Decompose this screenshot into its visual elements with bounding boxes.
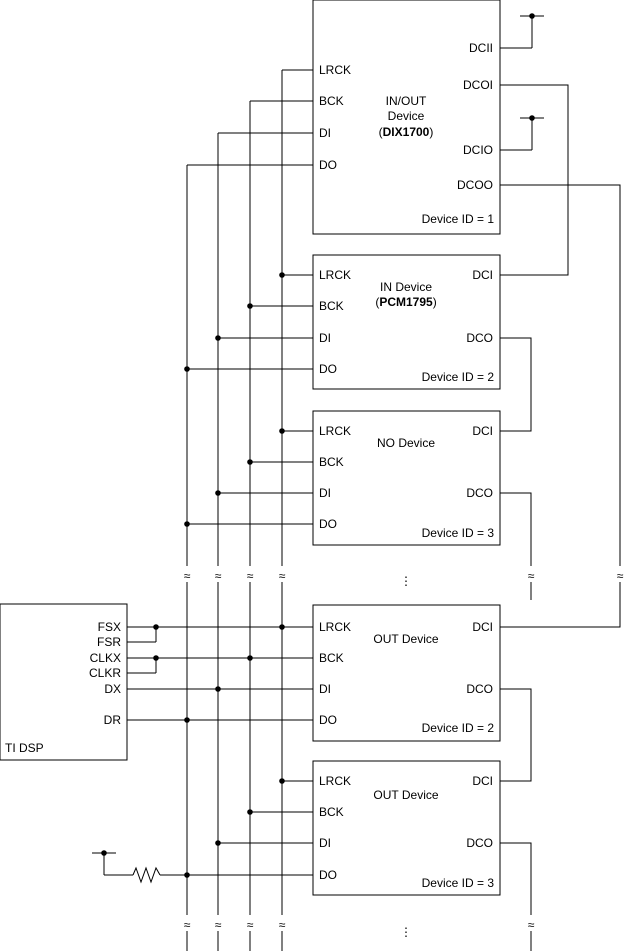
pin-do-label: DO — [319, 362, 337, 376]
break-symbol: ≈ — [279, 918, 286, 932]
junction-dots — [101, 13, 535, 878]
device-title: IN/OUT — [386, 94, 427, 108]
dsp-wiring — [127, 626, 157, 674]
device-title-line2: Device — [388, 109, 425, 123]
device-part-number: (DIX1700) — [379, 125, 434, 139]
pin-fsx-label: FSX — [98, 620, 121, 634]
device-title: OUT Device — [373, 788, 438, 802]
break-symbol: ≈ — [617, 569, 624, 583]
pin-do-label: DO — [319, 713, 337, 727]
pin-lrck-label: LRCK — [319, 620, 351, 634]
device-no-box — [312, 410, 501, 546]
pin-di-label: DI — [319, 331, 331, 345]
device-part-number: (PCM1795) — [375, 295, 436, 309]
break-symbol: ≈ — [247, 569, 254, 583]
bus-lines — [186, 70, 283, 951]
pin-dci-label: DCI — [472, 268, 493, 282]
pin-lrck-label: LRCK — [319, 63, 351, 77]
pin-dx-label: DX — [104, 682, 121, 696]
break-symbol: ≈ — [528, 569, 535, 583]
device-id-label: Device ID = 3 — [422, 876, 495, 890]
pin-do-label: DO — [319, 158, 337, 172]
pin-dco-label: DCO — [466, 682, 493, 696]
device-id-label: Device ID = 1 — [422, 212, 495, 226]
pin-lrck-label: LRCK — [319, 268, 351, 282]
pin-lrck-label: LRCK — [319, 424, 351, 438]
resistor-symbol — [132, 866, 161, 884]
pin-clkr-label: CLKR — [89, 666, 121, 680]
device-no: LRCK BCK DI DO DCI DCO NO Device Device … — [312, 410, 501, 546]
device-out-2-box — [312, 604, 501, 742]
pin-di-label: DI — [319, 682, 331, 696]
more-devices-ellipsis: ⋮ — [400, 574, 412, 588]
device-in-box — [312, 254, 501, 390]
dsp-name: TI DSP — [5, 741, 44, 755]
pin-dcoi-label: DCOI — [463, 78, 493, 92]
device-id-label: Device ID = 2 — [422, 721, 495, 735]
device-out-2: LRCK BCK DI DO DCI DCO OUT Device Device… — [312, 604, 501, 742]
device-title: OUT Device — [373, 632, 438, 646]
pin-di-label: DI — [319, 126, 331, 140]
pin-dci-label: DCI — [472, 620, 493, 634]
break-symbol: ≈ — [215, 918, 222, 932]
pin-lrck-label: LRCK — [319, 774, 351, 788]
device-out-3: LRCK BCK DI DO DCI DCO OUT Device Device… — [312, 760, 501, 896]
device-in: LRCK BCK DI DO DCI DCO IN Device (PCM179… — [312, 254, 501, 390]
more-devices-ellipsis: ⋮ — [400, 925, 412, 939]
pin-bck-label: BCK — [319, 94, 344, 108]
ti-dsp: FSX FSR CLKX CLKR DX DR TI DSP — [0, 603, 128, 761]
pin-dci-label: DCI — [472, 424, 493, 438]
pin-dcio-label: DCIO — [463, 143, 493, 157]
device-title: IN Device — [380, 280, 432, 294]
pin-do-label: DO — [319, 517, 337, 531]
pin-di-label: DI — [319, 486, 331, 500]
pin-bck-label: BCK — [319, 299, 344, 313]
pin-di-label: DI — [319, 836, 331, 850]
pin-dr-label: DR — [104, 713, 122, 727]
pin-clkx-label: CLKX — [90, 651, 121, 665]
pin-do-label: DO — [319, 868, 337, 882]
pin-dco-label: DCO — [466, 486, 493, 500]
device-inout: LRCK BCK DI DO DCII DCOI DCIO DCOO IN/OU… — [312, 0, 501, 235]
break-symbol: ≈ — [247, 918, 254, 932]
pin-dco-label: DCO — [466, 331, 493, 345]
pin-bck-label: BCK — [319, 455, 344, 469]
break-symbol: ≈ — [184, 918, 191, 932]
device-id-label: Device ID = 2 — [422, 370, 495, 384]
device-title: NO Device — [377, 436, 435, 450]
pin-dco-label: DCO — [466, 836, 493, 850]
pin-dcoo-label: DCOO — [457, 178, 493, 192]
pin-dcii-label: DCII — [469, 41, 493, 55]
pullup-resistor — [92, 852, 161, 884]
device-out-3-box — [312, 760, 501, 896]
pin-dci-label: DCI — [472, 774, 493, 788]
break-symbol: ≈ — [528, 918, 535, 932]
break-symbol: ≈ — [215, 569, 222, 583]
pin-bck-label: BCK — [319, 805, 344, 819]
ti-dsp-box — [0, 603, 128, 761]
break-symbol: ≈ — [184, 569, 191, 583]
break-symbol: ≈ — [279, 569, 286, 583]
line-breaks: ≈ ≈ ≈ ≈ ≈ ≈ ≈ ≈ ≈ ≈ ≈ — [180, 566, 625, 932]
pin-fsr-label: FSR — [97, 635, 121, 649]
daisy-chain-wiring — [500, 15, 621, 951]
bus-connections — [127, 69, 313, 876]
device-id-label: Device ID = 3 — [422, 526, 495, 540]
device-inout-box — [312, 0, 501, 235]
pin-bck-label: BCK — [319, 651, 344, 665]
